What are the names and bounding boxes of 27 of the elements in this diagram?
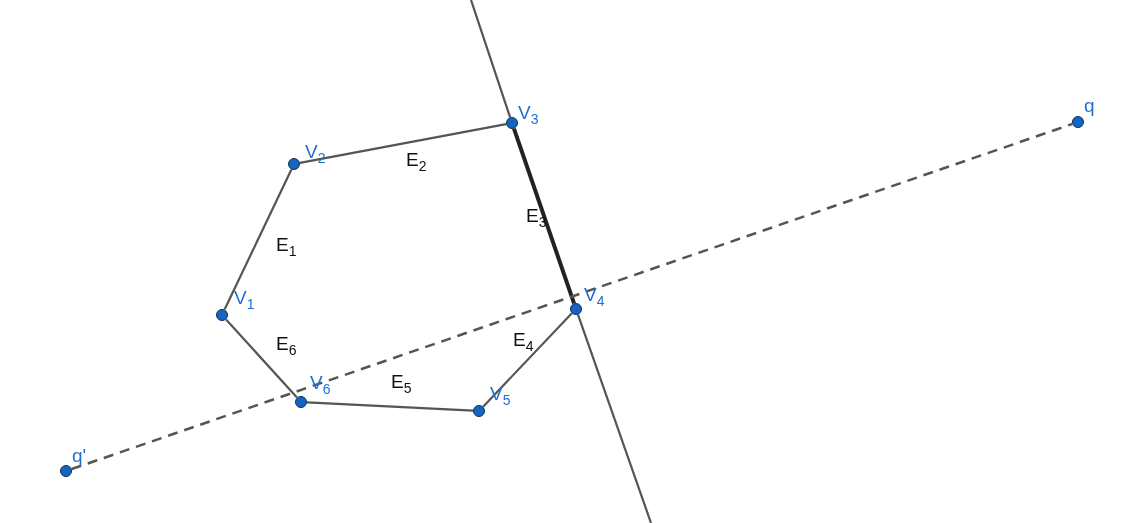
line-segment <box>512 128 576 304</box>
point <box>288 158 300 170</box>
edge-label: E$_{1}$ <box>276 235 297 258</box>
point-label: q' <box>72 446 87 465</box>
point-label: V$_{4}$ <box>584 285 605 308</box>
edge-label: E$_{5}$ <box>391 372 412 395</box>
point <box>60 465 72 477</box>
line-segment <box>306 401 474 412</box>
point <box>473 405 485 417</box>
line-segment <box>482 312 573 408</box>
point <box>216 309 228 321</box>
line-segment <box>223 168 293 311</box>
point-label: V$_{1}$ <box>234 288 255 311</box>
point <box>295 396 307 408</box>
point <box>1072 116 1084 128</box>
line-segment <box>225 318 298 399</box>
line-segment <box>469 0 512 118</box>
edge-label: E$_{4}$ <box>513 330 534 353</box>
edge-label: E$_{6}$ <box>276 334 297 357</box>
point <box>570 303 582 315</box>
line-segment <box>299 123 507 164</box>
line-segment <box>576 314 653 523</box>
edge-label: E$_{2}$ <box>406 150 427 173</box>
point-label: q <box>1084 96 1095 115</box>
dashed-line <box>71 122 1073 471</box>
point-label: V$_{3}$ <box>518 103 539 126</box>
point <box>506 117 518 129</box>
